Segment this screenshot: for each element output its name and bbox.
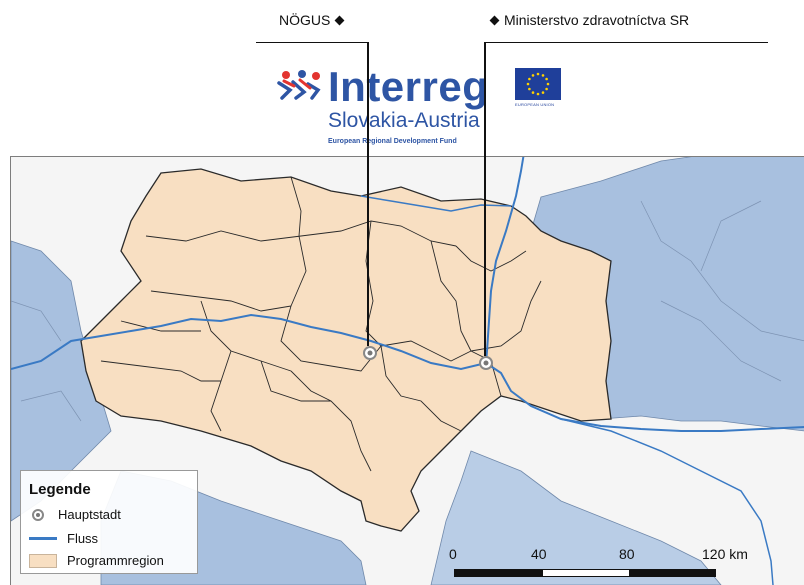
scale-bar-segment (630, 569, 716, 577)
scale-bar-segment (542, 569, 630, 577)
programme-name: Slovakia-Austria (328, 109, 480, 132)
callout-ministry-leader (484, 42, 486, 356)
eu-caption: EUROPEAN UNION (515, 102, 555, 107)
callout-ministry-label: Ministerstvo zdravotníctva SR (504, 12, 690, 28)
header-band (10, 58, 804, 157)
capital-marker-icon (32, 508, 44, 521)
district-boundaries (100, 176, 542, 472)
river-line-icon (29, 537, 57, 540)
programme-region-outline[interactable] (80, 168, 612, 532)
scale-bar-segment (454, 569, 542, 577)
river-thaya (360, 195, 512, 212)
legend-item-river: Fluss (29, 531, 98, 546)
callout-ministry: Ministerstvo zdravotníctva SR (489, 12, 690, 28)
fund-name: European Regional Development Fund (328, 138, 457, 145)
scale-tick-40: 40 (531, 546, 547, 562)
callout-ministry-rule (484, 42, 768, 43)
callout-nogus-rule (256, 42, 368, 43)
admin-boundary-east (640, 200, 804, 382)
capital-marker-vienna[interactable] (363, 346, 377, 360)
callout-nogus-label: NÖGUS (279, 12, 331, 28)
river-southeast (560, 418, 774, 585)
interreg-wordmark: Interreg (328, 63, 489, 110)
legend-title: Legende (29, 481, 91, 498)
admin-boundary-west (11, 300, 82, 422)
map-legend: Legende Hauptstadt Fluss Programmregion (20, 470, 198, 574)
region-swatch-icon (29, 553, 57, 568)
scale-tick-120: 120 km (702, 546, 748, 562)
interreg-figures-icon (277, 70, 321, 100)
legend-item-river-label: Fluss (67, 531, 99, 546)
callout-nogus-leader (367, 42, 369, 346)
scale-tick-80: 80 (619, 546, 635, 562)
diamond-marker-icon (334, 15, 345, 25)
diamond-marker-icon (489, 15, 500, 25)
legend-item-region-label: Programmregion (67, 553, 164, 568)
legend-item-capital-label: Hauptstadt (58, 507, 121, 522)
scale-tick-0: 0 (449, 546, 457, 562)
legend-item-capital: Hauptstadt (29, 507, 121, 522)
callout-nogus: NÖGUS (279, 12, 345, 28)
capital-marker-bratislava[interactable] (479, 356, 493, 370)
water-area-south (430, 450, 722, 585)
legend-item-region: Programmregion (29, 553, 164, 568)
eu-flag-icon (515, 68, 561, 100)
river-danube (11, 313, 804, 432)
